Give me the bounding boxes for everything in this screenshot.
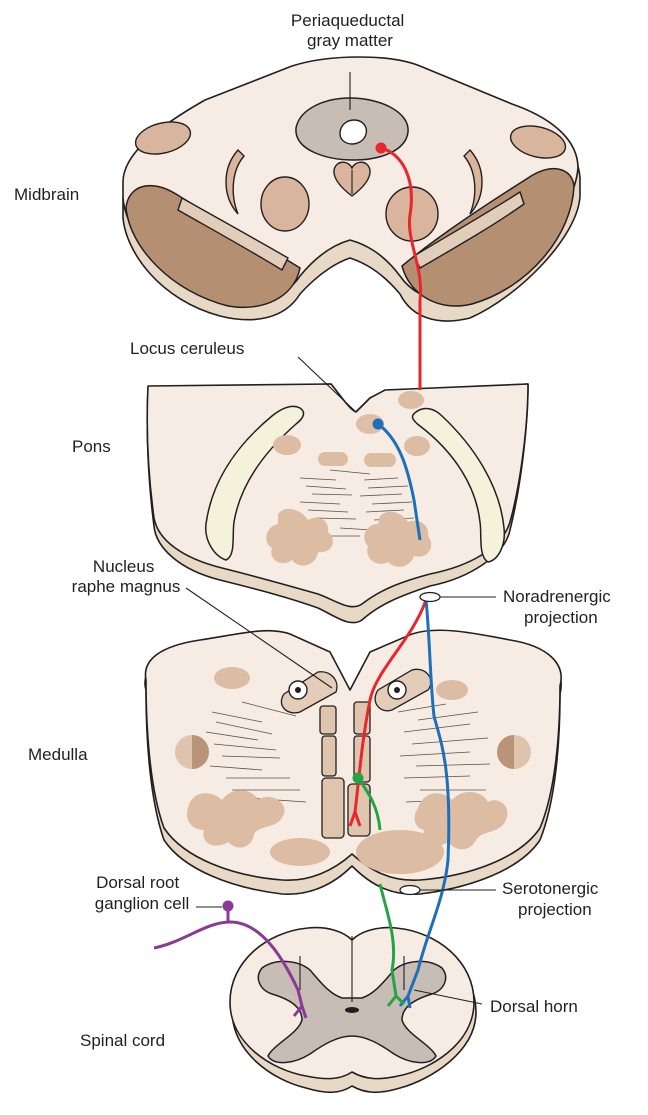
pons-label: Pons bbox=[72, 437, 111, 456]
spinal-cord-label: Spinal cord bbox=[80, 1031, 165, 1050]
spinal-cord-section bbox=[230, 928, 476, 1093]
noradrenergic-label: Noradrenergic projection bbox=[503, 587, 615, 627]
drg-label: Dorsal root ganglion cell bbox=[95, 873, 190, 913]
serotonergic-label: Serotonergic projection bbox=[502, 879, 603, 919]
medulla-label: Medulla bbox=[28, 745, 88, 764]
midbrain-label: Midbrain bbox=[14, 185, 79, 204]
pons-section bbox=[147, 384, 528, 623]
dorsal-horn-label: Dorsal horn bbox=[490, 997, 578, 1016]
locus-ceruleus-label: Locus ceruleus bbox=[130, 339, 244, 358]
midbrain-section bbox=[123, 57, 580, 321]
medulla-section bbox=[145, 630, 561, 894]
nucleus-raphe-magnus-label: Nucleus raphe magnus bbox=[72, 557, 181, 596]
noradrenergic-marker bbox=[420, 593, 440, 602]
pag-label: Periaqueductal gray matter bbox=[291, 11, 409, 50]
serotonergic-marker bbox=[400, 886, 420, 895]
